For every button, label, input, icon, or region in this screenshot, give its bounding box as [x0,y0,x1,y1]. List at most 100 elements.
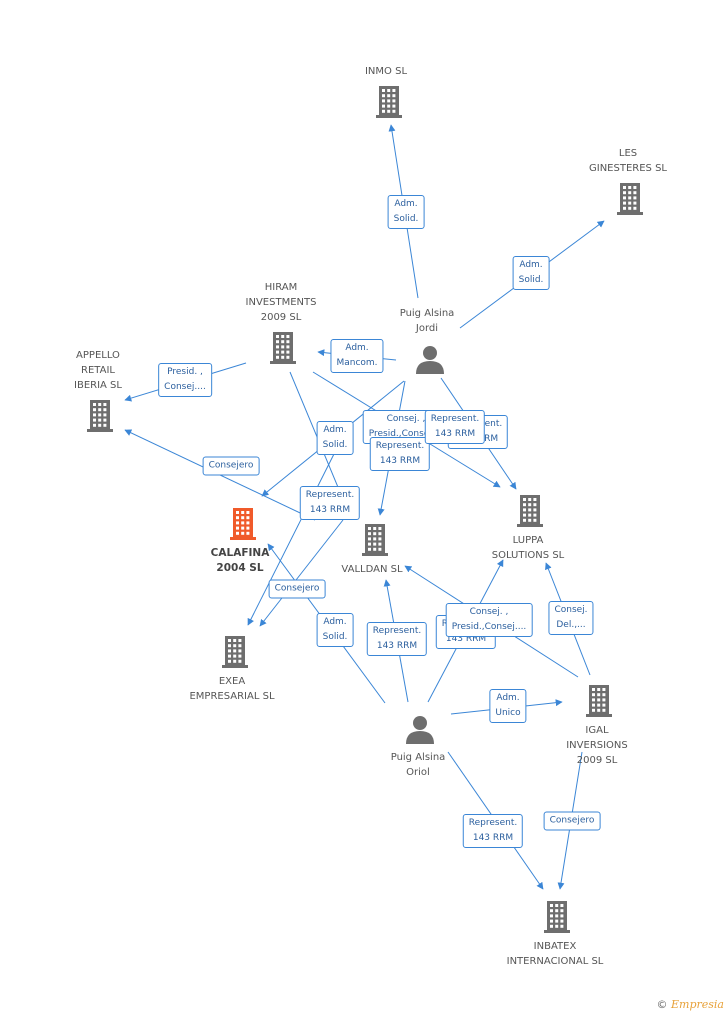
edge-label-igal-inbatex[interactable]: Consejero [543,811,601,831]
building-icon[interactable] [87,400,113,432]
edge-label-oriol-igal[interactable]: Adm. Unico [489,689,527,723]
edge-label-line: Presid. , [167,367,203,377]
node-label-line: 2009 SL [260,312,302,323]
edge-label-line: 143 RRM [309,505,351,515]
edge-label-line: Adm. [345,343,369,353]
brand-name: Empresia [671,998,724,1011]
copyright-symbol: © [656,998,668,1011]
node-label-line: IGAL [585,725,609,736]
node-label-line: LUPPA [512,535,544,546]
building-icon[interactable] [617,183,643,215]
edge-label-oriol-exea[interactable]: Adm.Solid. [316,613,354,647]
node-label-line: VALLDAN SL [341,564,403,575]
node-label-igal[interactable]: IGAL INVERSIONS 2009 SL [566,723,628,768]
edge-label-line: Solid. [393,214,419,224]
edge-label-line: Represent. [430,414,480,424]
person-icon[interactable] [406,716,434,744]
edge-label-line: Adm. [394,199,418,209]
edge-label-line: Consejero [549,815,595,826]
edge-label-line: Consej. , [469,607,509,617]
edge-label-jordi-luppa[interactable]: Represent. 143 RRM [424,410,486,444]
person-icon[interactable] [416,346,444,374]
building-icon[interactable] [544,901,570,933]
node-label-line: INTERNACIONAL SL [506,956,604,967]
node-label-appello[interactable]: APPELLO RETAIL IBERIA SL [74,348,122,393]
node-label-line: HIRAM [264,282,298,293]
edge-label-hiram-appello[interactable]: Presid. , Consej.... [158,363,212,397]
edge-label-line: Represent. [375,441,425,451]
node-label-line: INVERSIONS [566,740,628,751]
node-label-line: Puig Alsina [399,308,455,319]
edge-label-line: 143 RRM [376,641,418,651]
edge-label-line: 143 RRM [472,833,514,843]
edge-label-line: Presid.,Consej.... [368,429,444,439]
edge-label-line: Consejero [274,583,320,594]
node-label-line: INMO SL [364,66,408,77]
edge-label-line: Consej. , [386,414,426,424]
edge-label-jordi-exea[interactable]: Represent. 143 RRM [299,486,361,520]
edge-label-line: Adm. [323,617,347,627]
edge-label-line: Consej. [554,605,588,615]
edge-label-jordi-calafina[interactable]: Adm. Solid. [316,421,354,455]
footer-brand: © Empresia [657,998,725,1011]
node-label-line: INVESTMENTS [245,297,317,308]
edge-label-line: Represent. [372,626,422,636]
building-icon[interactable] [362,524,388,556]
node-label-line: CALAFINA [210,547,270,559]
edge-label-line: Unico [495,708,521,718]
edge-label-line: Consej.... [164,382,206,392]
edge-label-jordi-valldan[interactable]: Represent. 143 RRM [369,437,431,471]
node-label-exea[interactable]: EXEA EMPRESARIAL SL [189,674,274,704]
node-label-line: Jordi [415,323,439,334]
node-label-inmo[interactable]: INMO SL [365,64,407,79]
node-label-inbatex[interactable]: INBATEX INTERNACIONAL SL [507,939,604,969]
node-label-line: 2009 SL [576,755,618,766]
node-label-line: 2004 SL [216,562,264,574]
edge-label-line: Solid. [322,440,348,450]
node-label-line: LES [618,148,638,159]
edge-label-jordi-inmo[interactable]: Adm. Solid. [387,195,425,229]
building-icon[interactable] [230,508,256,540]
edge-label-jordi-appello[interactable]: Consejero [202,456,260,476]
edge-label-oriol-inbatex[interactable]: Represent. 143 RRM [462,814,524,848]
node-label-line: INBATEX [533,941,577,952]
node-label-line: Puig Alsina [390,752,446,763]
node-label-line: EXEA [218,676,246,687]
edge-oriol-exea [259,519,344,627]
node-label-valldan[interactable]: VALLDAN SL [341,562,402,577]
edge-label-line: Mancom. [336,358,378,368]
edge-label-jordi-ginesteres[interactable]: Adm.Solid. [512,256,550,290]
edge-label-line: Adm. [496,693,520,703]
edge-label-line: Presid.,Consej.... [451,622,527,632]
building-icon[interactable] [517,495,543,527]
node-label-hiram[interactable]: HIRAM INVESTMENTS 2009 SL [246,280,317,325]
edge-label-line: Represent. [468,818,518,828]
edge-label-line: Consejero [208,460,254,471]
edge-label-igal-valldan[interactable]: Consej. , Presid.,Consej.... [445,603,533,637]
node-label-line: IBERIA SL [74,380,122,391]
edge-label-line: Represent. [305,490,355,500]
node-label-line: SOLUTIONS SL [491,550,565,561]
edge-label-oriol-calafina[interactable]: Consejero [268,579,326,599]
node-label-calafina[interactable]: CALAFINA 2004 SL [211,546,270,576]
node-label-line: EMPRESARIAL SL [189,691,275,702]
edge-label-oriol-valldan[interactable]: Represent. 143 RRM [366,622,428,656]
building-icon[interactable] [586,685,612,717]
edge-label-line: Adm. [323,425,347,435]
building-icon[interactable] [376,86,402,118]
node-label-line: Oriol [406,767,430,778]
node-label-line: APPELLO [76,350,120,361]
edge-label-igal-luppa[interactable]: Consej.Del.,... [548,601,594,635]
node-label-line: RETAIL [81,365,115,376]
building-icon[interactable] [222,636,248,668]
edge-label-line: 143 RRM [434,429,476,439]
node-label-luppa[interactable]: LUPPA SOLUTIONS SL [492,533,564,563]
edge-label-line: 143 RRM [379,456,421,466]
building-icon[interactable] [270,332,296,364]
edge-label-jordi-hiram[interactable]: Adm. Mancom. [330,339,384,373]
edge-label-line: 143 RRM [445,634,487,644]
